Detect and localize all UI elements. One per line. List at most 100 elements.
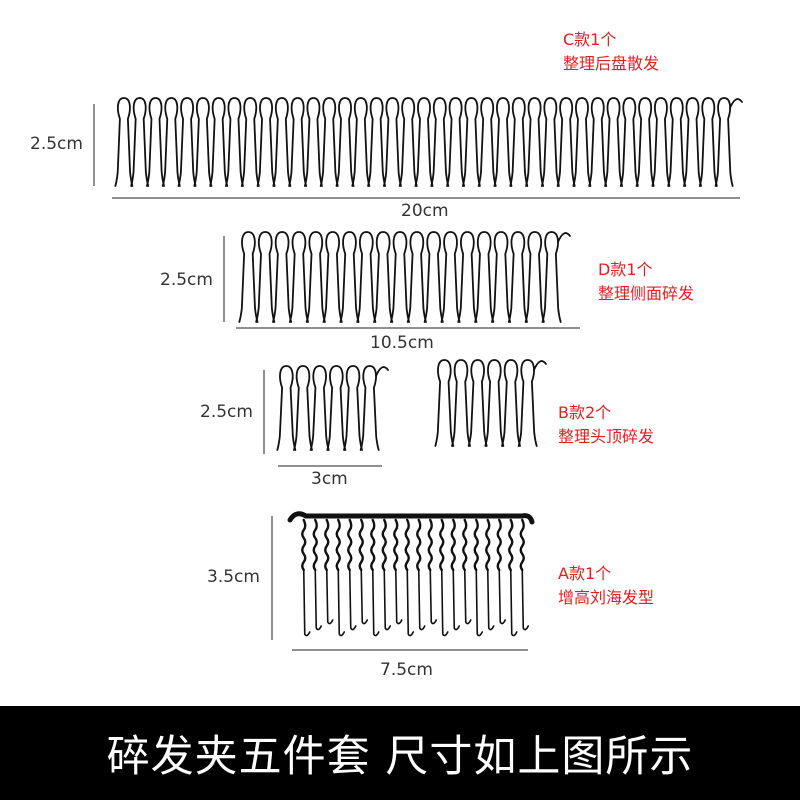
comb-a-tooth-twist <box>473 518 479 572</box>
comb-a-tooth <box>371 569 380 637</box>
comb-a-tooth <box>521 569 530 631</box>
comb-a-tooth-twist <box>439 518 445 572</box>
comb-a-tooth-twist <box>462 518 468 572</box>
comb-b-left-pin <box>276 365 297 451</box>
comb-a-height-label: 3.5cm <box>207 567 260 587</box>
comb-a-tooth <box>498 569 507 625</box>
comb-d-pin <box>390 231 410 323</box>
comb-c-pin <box>382 97 402 187</box>
comb-a-tooth <box>463 569 472 625</box>
comb-d-pin <box>440 231 461 323</box>
comb-c-pin <box>414 97 434 187</box>
comb-c-pin <box>114 97 134 187</box>
comb-d-pin <box>406 231 427 323</box>
comb-a-tooth <box>429 569 438 625</box>
comb-c-pin <box>698 97 718 187</box>
comb-b-left-pin <box>343 365 363 451</box>
comb-c-pin <box>635 97 655 187</box>
comb-b-purpose: 整理头顶碎发 <box>558 427 655 446</box>
comb-b-right-pin <box>434 359 455 447</box>
comb-d-pin <box>322 231 343 323</box>
comb-a-image <box>287 511 535 637</box>
comb-c-pin <box>161 97 181 187</box>
comb-a-tooth-twist <box>335 518 341 572</box>
comb-a-tooth-twist <box>416 518 422 572</box>
comb-c-pin <box>477 97 497 187</box>
comb-c-pin <box>683 97 702 187</box>
comb-c-pin <box>272 97 292 187</box>
comb-c-pin <box>493 97 513 187</box>
comb-a-purpose: 增高刘海发型 <box>558 588 655 607</box>
comb-c-pin <box>177 97 197 187</box>
comb-a-tooth <box>417 569 426 631</box>
comb-c-name: C款1个 <box>563 30 617 49</box>
comb-c-pin <box>319 97 339 187</box>
comb-a-tooth <box>394 569 403 625</box>
comb-d-hook <box>557 232 571 243</box>
comb-d-pin <box>305 231 326 323</box>
comb-c-width-label: 20cm <box>401 201 449 221</box>
comb-c-pin <box>225 97 244 187</box>
comb-a-tooth-twist <box>508 518 514 572</box>
comb-b-left-pin <box>326 365 347 451</box>
comb-b-right-pin <box>467 359 488 447</box>
comb-d-pin <box>339 231 360 323</box>
comb-b-right-pin <box>517 359 538 447</box>
comb-c-pin <box>304 97 323 187</box>
comb-a-tooth-twist <box>496 518 502 572</box>
comb-d-pin <box>423 231 444 323</box>
comb-a-tooth-twist <box>301 518 307 572</box>
comb-b-left-pin <box>309 365 330 451</box>
comb-c-pin <box>714 97 734 187</box>
comb-c-pin <box>367 97 387 187</box>
comb-a-tooth-twist <box>358 518 364 572</box>
comb-b-left-image <box>276 365 389 451</box>
comb-c-pin <box>130 97 150 187</box>
comb-a-tooth-twist <box>347 518 353 572</box>
comb-a-tooth <box>383 569 392 631</box>
dimension-lines <box>93 104 740 651</box>
comb-d-name: D款1个 <box>598 260 653 279</box>
comb-a-tag: A款1个 增高刘海发型 <box>558 562 654 610</box>
comb-d-image <box>238 231 571 323</box>
comb-c-purpose: 整理后盘散发 <box>563 54 660 73</box>
comb-b-right-hook <box>533 360 547 371</box>
comb-a-tooth-twist <box>324 518 330 572</box>
comb-a-tooth <box>509 569 518 637</box>
comb-d-pin <box>541 231 562 323</box>
comb-d-tag: D款1个 整理侧面碎发 <box>598 258 694 306</box>
comb-c-pin <box>556 97 576 187</box>
comb-a-tooth-twist <box>485 518 491 572</box>
comb-c-pin <box>193 97 213 187</box>
comb-c-pin <box>540 97 560 187</box>
comb-c-pin <box>430 97 450 187</box>
comb-a-tooth-twist <box>427 518 433 572</box>
comb-c-tag: C款1个 整理后盘散发 <box>563 28 659 76</box>
comb-a-tooth <box>302 569 311 637</box>
comb-a-name: A款1个 <box>558 564 612 583</box>
comb-a-tooth <box>475 569 484 637</box>
comb-d-pin <box>373 231 394 323</box>
comb-d-height-label: 2.5cm <box>160 270 213 290</box>
comb-c-pin <box>667 97 687 187</box>
comb-c-pin <box>335 97 355 187</box>
comb-b-right-pin <box>484 359 505 447</box>
comb-a-tooth-twist <box>519 518 525 572</box>
comb-d-pin <box>288 231 309 323</box>
comb-c-pin <box>256 97 276 187</box>
footer-caption-bar: 碎发夹五件套 尺寸如上图所示 <box>0 706 800 800</box>
comb-a-tooth-twist <box>450 518 456 572</box>
comb-c-pin <box>604 97 623 187</box>
comb-d-pin <box>491 231 512 323</box>
comb-a-tooth-twist <box>370 518 376 572</box>
comb-a-tooth <box>314 569 323 631</box>
comb-c-pin <box>240 97 260 187</box>
comb-a-tooth <box>452 569 461 631</box>
comb-b-left-hook <box>375 366 389 377</box>
footer-caption: 碎发夹五件套 尺寸如上图所示 <box>106 732 694 782</box>
comb-b-left-pin <box>359 365 380 451</box>
comb-a-tooth-twist <box>312 518 318 572</box>
comb-c-hook <box>729 98 743 109</box>
comb-a-spine <box>287 511 535 525</box>
